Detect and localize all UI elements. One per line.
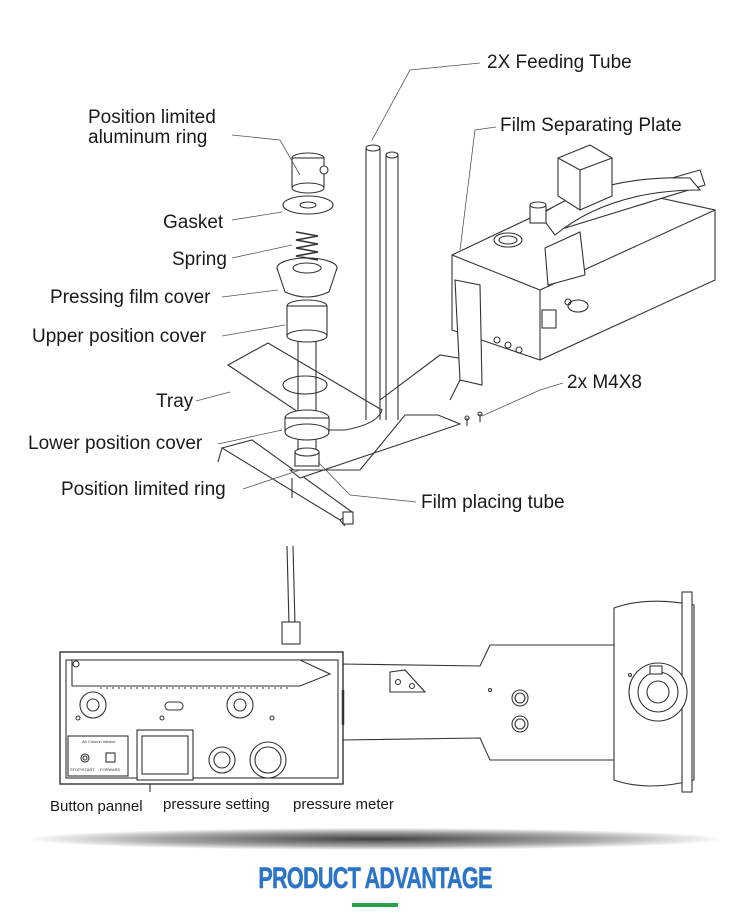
- label-film-placing-tube: Film placing tube: [421, 492, 565, 513]
- label-screws: 2x M4X8: [567, 372, 642, 393]
- label-pressure-setting: pressure setting: [163, 796, 270, 813]
- label-pressing-film-cover: Pressing film cover: [50, 287, 211, 308]
- label-pressure-meter: pressure meter: [293, 796, 394, 813]
- label-upper-position-cover: Upper position cover: [32, 326, 207, 347]
- label-feeding-tube: 2X Feeding Tube: [487, 52, 632, 73]
- section-title: PRODUCT ADVANTAGE: [258, 862, 492, 896]
- label-tray: Tray: [156, 391, 194, 412]
- leader-lines: [195, 62, 564, 503]
- label-button-panel: Button pannel: [50, 798, 143, 815]
- feeding-tubes: [365, 144, 399, 420]
- base-frame: [217, 354, 471, 527]
- top-view: [59, 545, 695, 793]
- label-lower-position-cover: Lower position cover: [28, 433, 203, 454]
- stop-start-label: STOP/START: [70, 767, 95, 772]
- label-position-limited-aluminum-ring-line1: Position limited: [88, 107, 216, 128]
- label-position-limited-aluminum-ring-line2: aluminum ring: [88, 127, 208, 148]
- shaft-stack: [276, 152, 338, 467]
- forward-label: FORWARD: [100, 767, 121, 772]
- panel-labels: Air Column Inflator STOP/START FORWARD: [70, 739, 121, 772]
- label-position-limited-ring: Position limited ring: [61, 479, 226, 500]
- machine-box: [451, 144, 716, 386]
- title-underline: [352, 903, 398, 907]
- label-gasket: Gasket: [163, 212, 224, 233]
- label-spring: Spring: [172, 249, 227, 270]
- screws: [464, 411, 483, 426]
- label-film-separating-plate: Film Separating Plate: [500, 115, 682, 136]
- panel-title: Air Column Inflator: [82, 739, 116, 744]
- divider-shadow: [30, 828, 720, 850]
